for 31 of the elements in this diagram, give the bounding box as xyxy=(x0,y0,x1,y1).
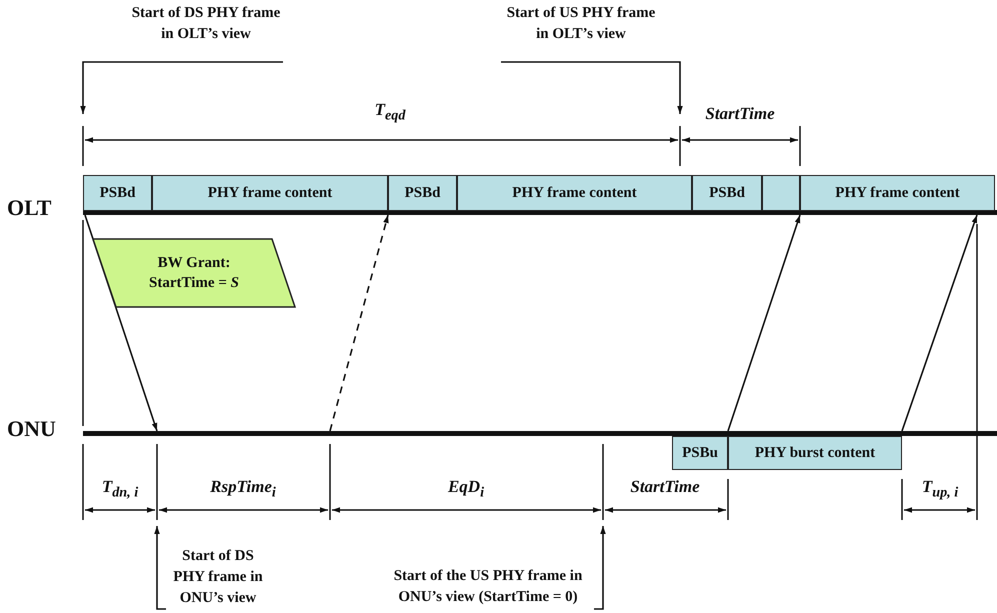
arrow xyxy=(84,214,158,432)
frame-segment: PSBu xyxy=(672,436,728,470)
callout-text: Start of the US PHY frame in ONU’s view (StartTime = 0) xyxy=(382,566,594,612)
timeline-label: OLT xyxy=(7,195,52,221)
frame-segment: PHY burst content xyxy=(728,436,902,470)
frame-segment: PSBd xyxy=(388,175,457,211)
frame-segment: PHY frame content xyxy=(152,175,388,211)
arrow xyxy=(80,61,283,114)
arrow xyxy=(727,214,801,432)
callout-text: Start of US PHY frame in OLT’s view xyxy=(499,3,663,63)
callout-text: Start of DS PHY frame in OLT’s view xyxy=(124,3,288,63)
message-text: BW Grant: StartTime = S xyxy=(148,254,240,293)
dimension-label: T$_{dn, i}$ xyxy=(102,477,138,502)
dimension-label: T$_{up, i}$ xyxy=(922,477,958,502)
callout-text: Start of DS PHY frame in ONU’s view xyxy=(166,546,270,612)
frame-segment: PSBd xyxy=(83,175,152,211)
arrow xyxy=(501,61,683,114)
dimension-label: T$_{eqd}$ xyxy=(374,100,406,124)
arrow xyxy=(329,214,389,432)
frame-segment: PSBd xyxy=(692,175,762,211)
arrow xyxy=(594,526,606,610)
dimension-label: RspTime$_{i}$ xyxy=(210,477,276,502)
arrow xyxy=(901,214,978,432)
arrow xyxy=(154,526,166,610)
frame-segment: PHY frame content xyxy=(457,175,692,211)
frame-segment xyxy=(762,175,800,211)
dimension-label: EqD$_{i}$ xyxy=(448,477,484,502)
frame-segment: PHY frame content xyxy=(800,175,995,211)
timeline-label: ONU xyxy=(7,416,56,442)
dimension-label: StartTime xyxy=(705,104,775,124)
dimension-label: StartTime xyxy=(630,477,700,497)
